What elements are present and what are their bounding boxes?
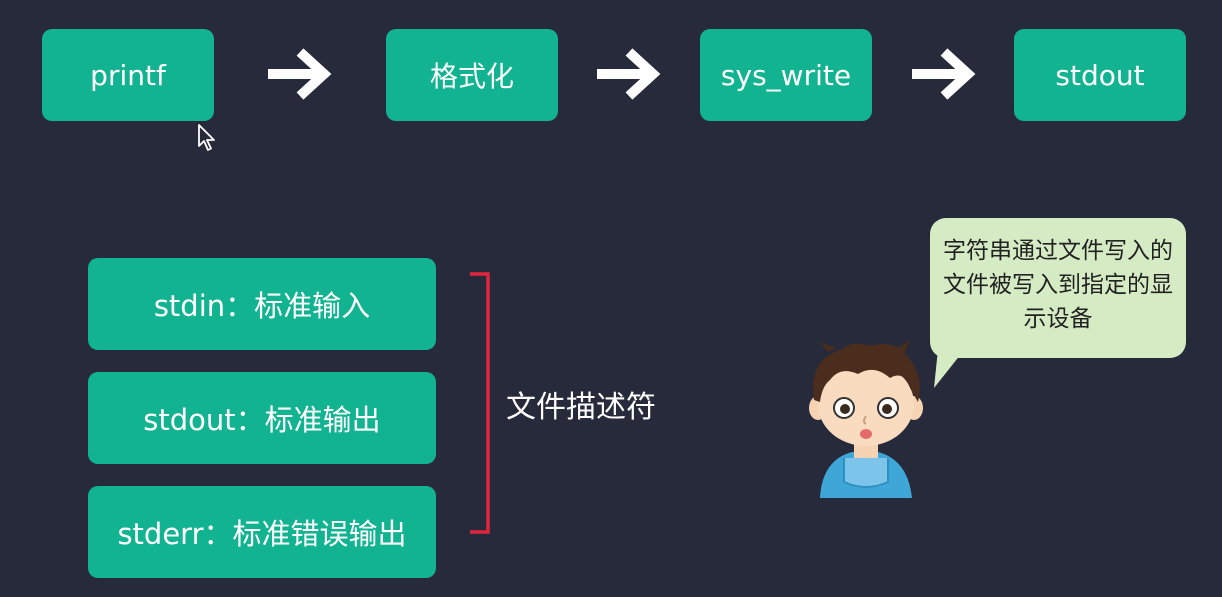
right-arrow-icon (912, 48, 976, 100)
descriptor-stdout: stdout：标准输出 (88, 372, 436, 464)
speech-bubble: 字符串通过文件写入的文件被写入到指定的显示设备 (930, 218, 1186, 358)
flow-step-stdout: stdout (1014, 29, 1186, 121)
flow-step-printf: printf (42, 29, 214, 121)
right-arrow-icon (597, 48, 661, 100)
speech-text: 字符串通过文件写入的文件被写入到指定的显示设备 (943, 238, 1173, 332)
boy-character (809, 340, 923, 498)
descriptor-stderr: stderr：标准错误输出 (88, 486, 436, 578)
flow-step-format: 格式化 (386, 29, 558, 121)
bracket (470, 272, 490, 534)
flow-step-sys-write: sys_write (700, 29, 872, 121)
descriptor-stdin: stdin：标准输入 (88, 258, 436, 350)
right-arrow-icon (268, 48, 332, 100)
file-descriptor-label: 文件描述符 (506, 390, 656, 425)
mouse-pointer-icon (198, 124, 215, 151)
